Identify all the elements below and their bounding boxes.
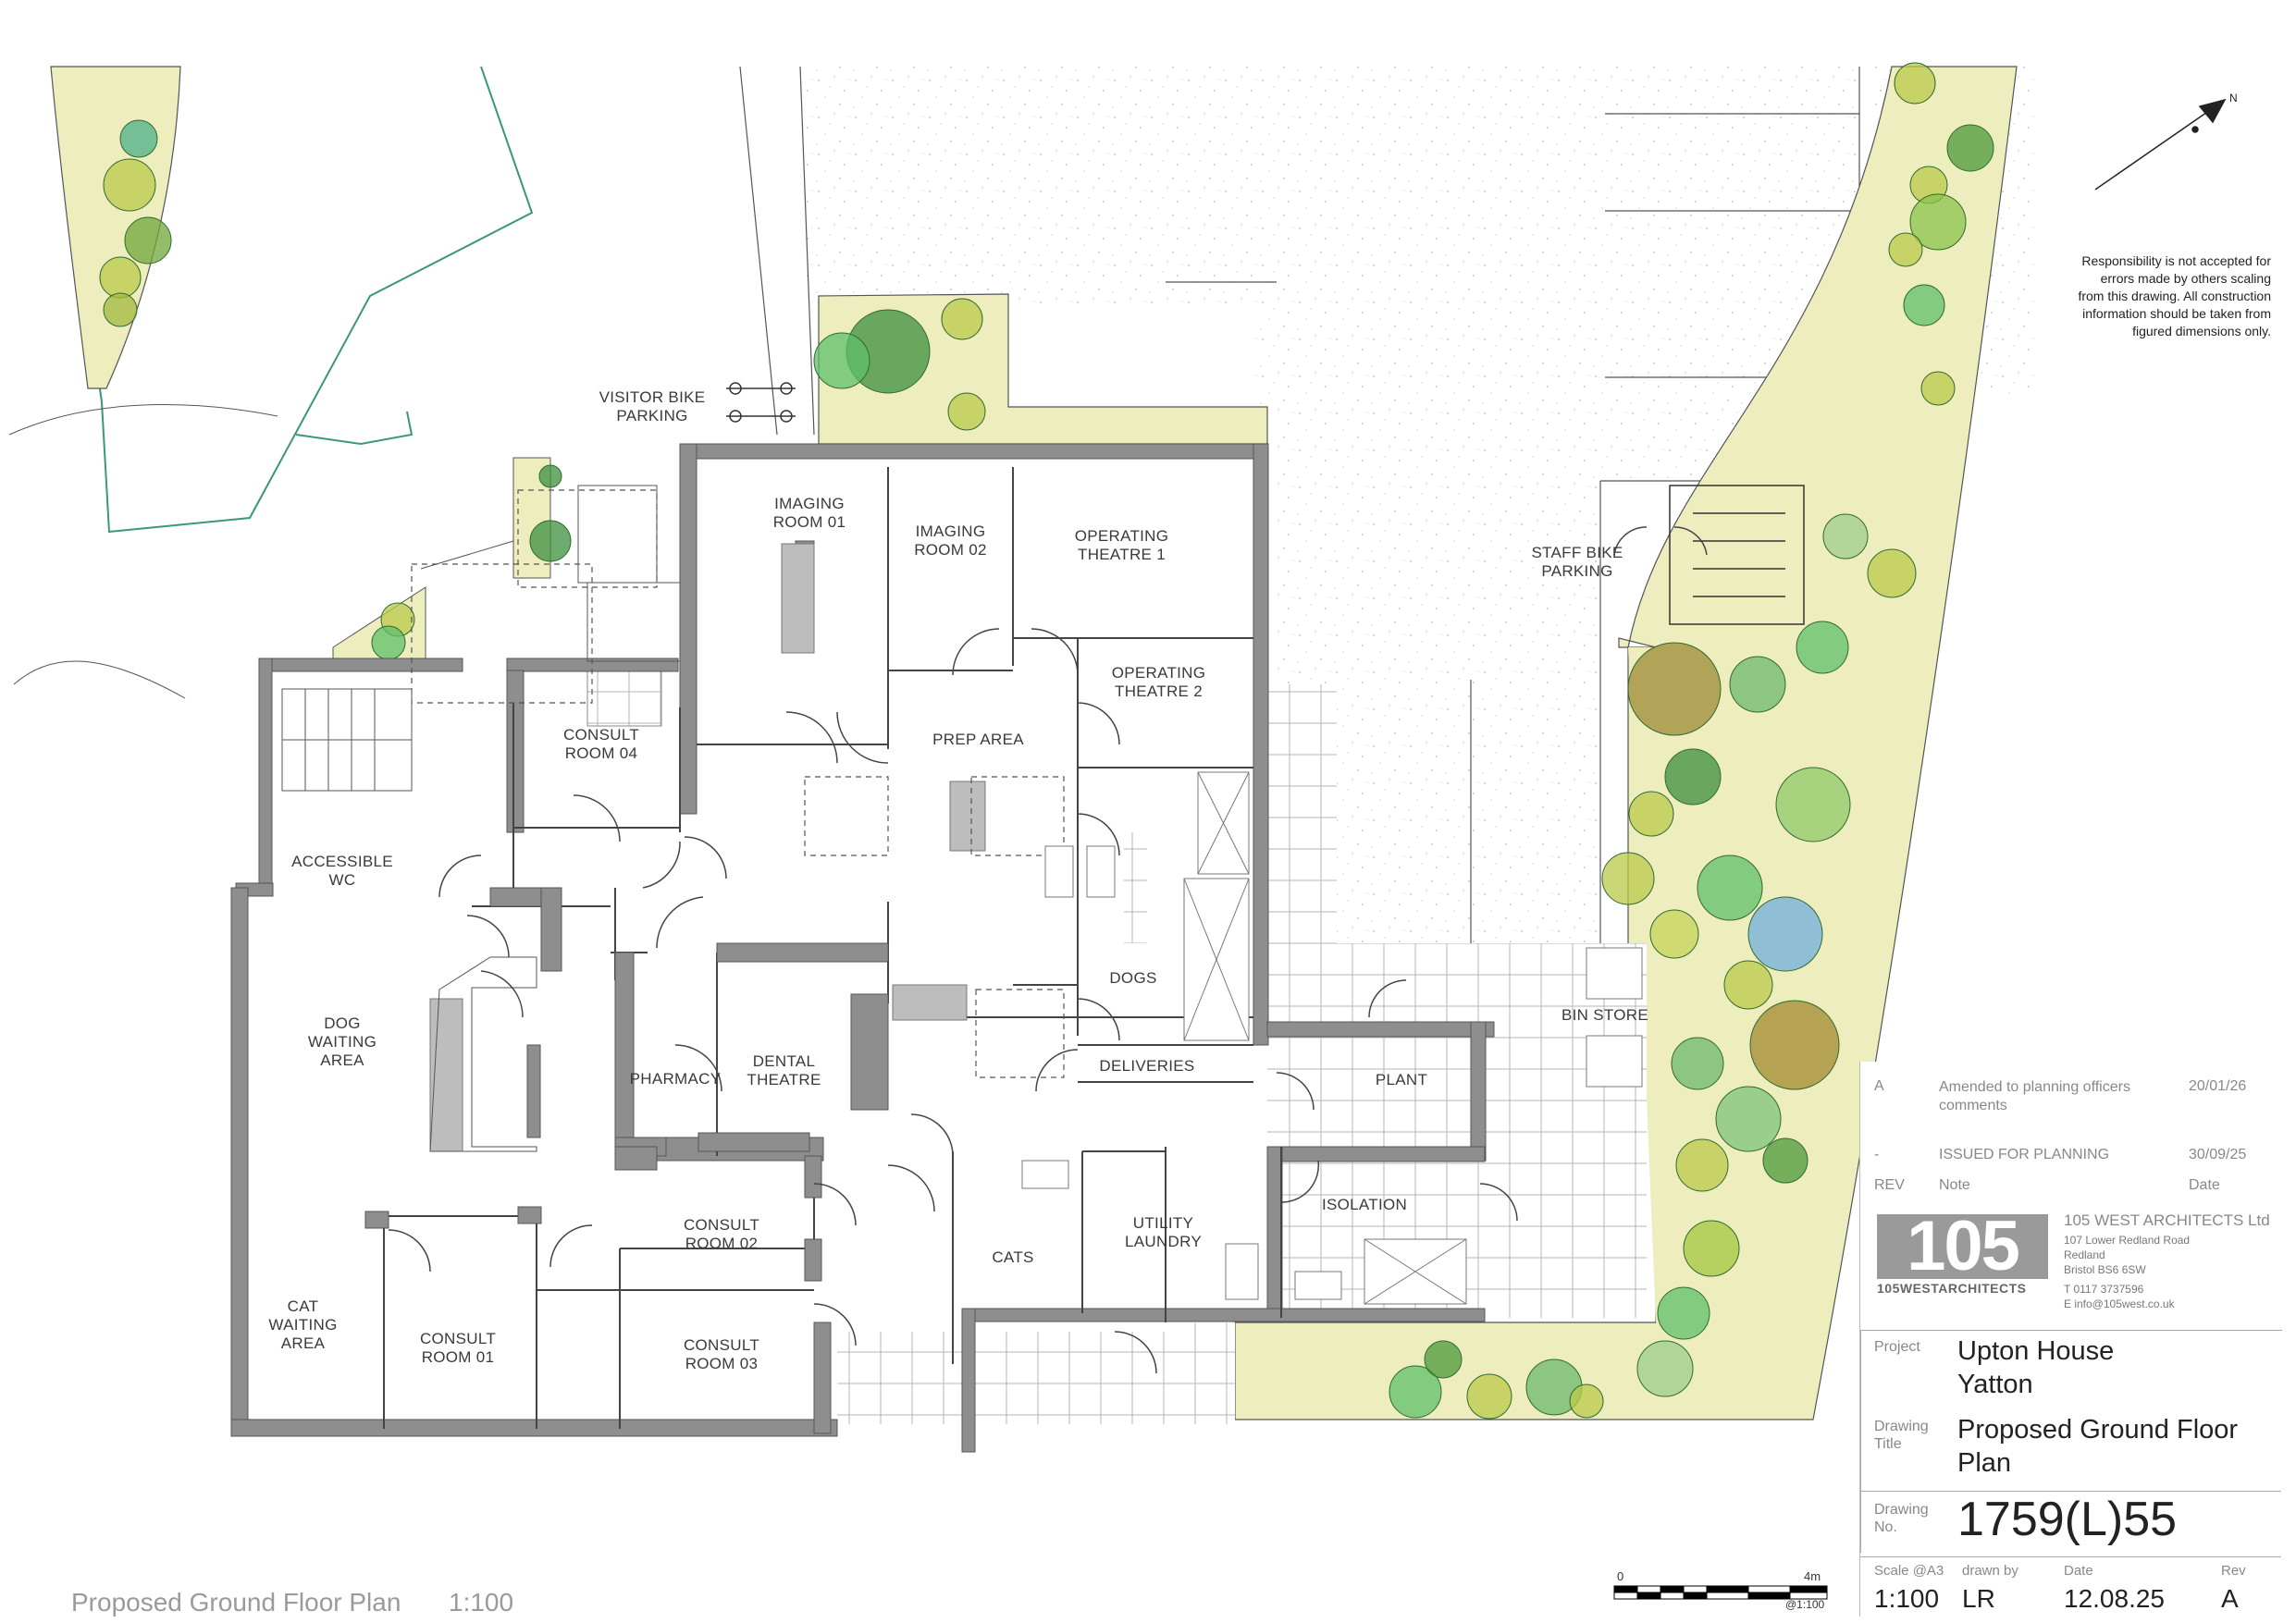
room-operating-2: OPERATING THEATRE 2 [1111, 664, 1206, 700]
firm-logo-caption: 105WESTARCHITECTS [1877, 1281, 2027, 1296]
room-deliveries: DELIVERIES [1099, 1057, 1195, 1075]
title-block: A Amended to planning officers comments … [1859, 1062, 2282, 1617]
rev-label: Rev [2221, 1563, 2246, 1579]
revision-a-rev: A [1874, 1078, 1884, 1094]
room-dog-waiting: DOG WAITING AREA [307, 1014, 377, 1069]
date-label: Date [2064, 1563, 2093, 1579]
responsibility-note: Responsibility is not accepted for error… [2078, 253, 2271, 338]
revision-b-rev: - [1874, 1147, 1880, 1162]
revision-b-date: 30/09/25 [2189, 1147, 2247, 1162]
firm-logo: 105 [1877, 1211, 2048, 1282]
rev-value: A [2221, 1584, 2239, 1613]
room-utility-laundry: UTILITY LAUNDRY [1124, 1214, 1203, 1250]
scale-label: Scale @A3 [1874, 1563, 1944, 1579]
room-imaging-01: IMAGING ROOM 01 [772, 495, 846, 531]
footer-plan-scale: 1:100 [449, 1588, 514, 1617]
room-cats: CATS [992, 1248, 1034, 1266]
title-block-frame [1860, 1330, 2282, 1553]
room-cat-waiting: CAT WAITING AREA [268, 1297, 338, 1352]
room-isolation: ISOLATION [1321, 1196, 1408, 1213]
revision-a-note: Amended to planning officers comments [1939, 1079, 2130, 1113]
drawn-by-value: LR [1962, 1584, 1995, 1613]
room-dental-theatre: DENTAL THEATRE [747, 1052, 821, 1088]
revision-header-rev: REV [1874, 1177, 1905, 1193]
drawn-by-label: drawn by [1962, 1563, 2018, 1579]
room-accessible-wc: ACCESSIBLE WC [291, 853, 393, 889]
scale-value: 1:100 [1874, 1584, 1940, 1613]
drawing-number-label: Drawing No. [1874, 1502, 1929, 1535]
firm-address: 107 Lower Redland Road Redland Bristol B… [2064, 1234, 2191, 1276]
revision-a-date: 20/01/26 [2189, 1078, 2247, 1094]
scale-bar-ratio: @1:100 [1785, 1598, 1825, 1611]
room-bin-store: BIN STORE [1561, 1006, 1649, 1024]
footer-plan-title: Proposed Ground Floor Plan [71, 1588, 401, 1617]
drawing-title-label: Drawing Title [1874, 1419, 1929, 1452]
north-label: N [2229, 92, 2238, 105]
project-label: Project [1874, 1339, 1920, 1355]
room-operating-1: OPERATING THEATRE 1 [1074, 527, 1169, 563]
firm-name: 105 WEST ARCHITECTS Ltd [2064, 1211, 2270, 1229]
date-value: 12.08.25 [2064, 1584, 2165, 1613]
revision-header-note: Note [1939, 1177, 1970, 1193]
room-pharmacy: PHARMACY [629, 1070, 722, 1088]
room-consult-04: CONSULT ROOM 04 [562, 726, 640, 762]
drawing-number: 1759(L)55 [1957, 1493, 2178, 1546]
revision-header-date: Date [2189, 1177, 2220, 1193]
room-imaging-02: IMAGING ROOM 02 [914, 523, 987, 559]
label-staff-bike-parking: STAFF BIKE PARKING [1531, 544, 1623, 580]
room-plant: PLANT [1375, 1071, 1428, 1088]
room-consult-01: CONSULT ROOM 01 [419, 1330, 497, 1366]
drawing-title: Proposed Ground Floor Plan [1957, 1415, 2239, 1478]
project-name: Upton House Yatton [1957, 1336, 2115, 1399]
landscape-trees [99, 62, 1994, 1420]
firm-contact: T 0117 3737596 E info@105west.co.uk [2064, 1283, 2175, 1310]
room-consult-02: CONSULT ROOM 02 [683, 1216, 760, 1252]
revision-b-note: ISSUED FOR PLANNING [1939, 1147, 2110, 1162]
label-visitor-bike-parking: VISITOR BIKE PARKING [599, 388, 706, 424]
room-consult-03: CONSULT ROOM 03 [683, 1336, 760, 1372]
room-dogs: DOGS [1109, 969, 1157, 987]
scale-bar-end: 4m [1804, 1569, 1821, 1583]
room-prep-area: PREP AREA [932, 731, 1024, 748]
scale-bar-start: 0 [1617, 1569, 1624, 1583]
